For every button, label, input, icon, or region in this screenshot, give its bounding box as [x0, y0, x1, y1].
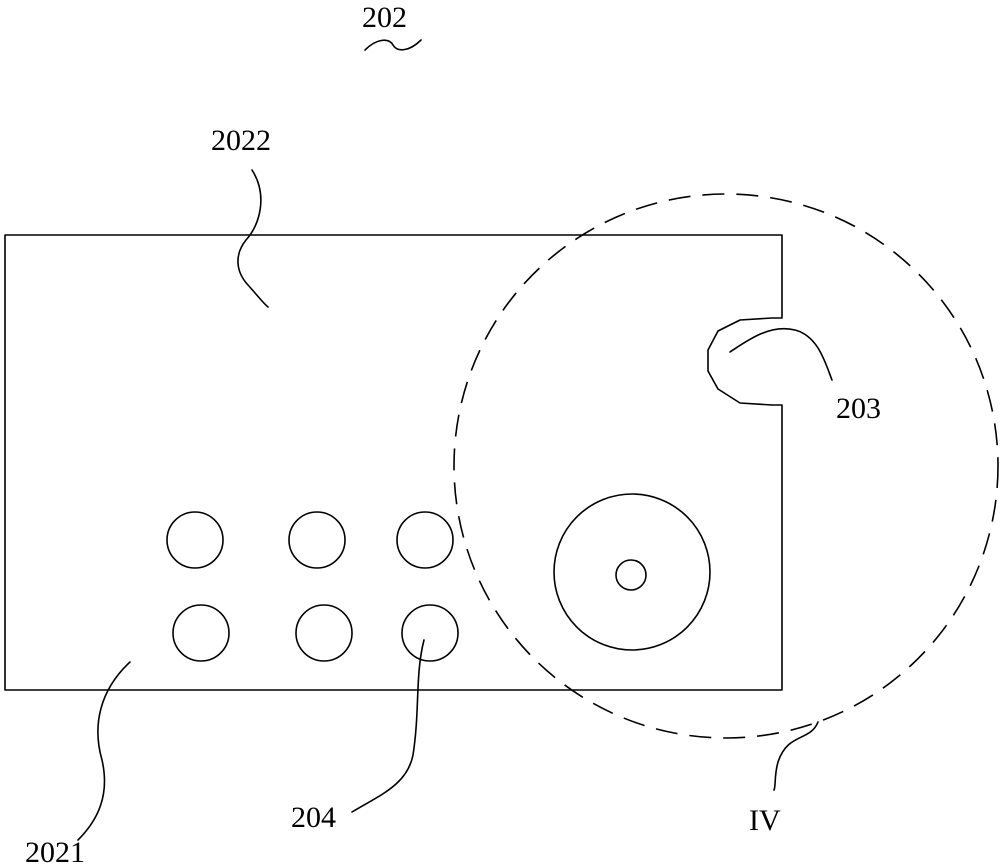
hole: [289, 512, 345, 568]
hole: [296, 605, 352, 661]
leader-hole: [352, 640, 424, 812]
plate-outline: [5, 235, 782, 690]
label-upper-region: 2022: [211, 124, 271, 157]
label-notch: 203: [836, 392, 881, 425]
hole: [173, 605, 229, 661]
boss-outer-circle: [554, 494, 710, 650]
detail-view-circle: [454, 194, 998, 738]
hole: [397, 512, 453, 568]
boss-center-hole: [616, 560, 646, 590]
leader-lower-region: [78, 662, 130, 840]
label-hole: 204: [291, 801, 336, 834]
assembly-label-underline: [365, 40, 421, 50]
hole: [167, 512, 223, 568]
leader-notch: [730, 329, 832, 380]
label-lower-region: 2021: [25, 836, 85, 865]
assembly-label: 202: [362, 1, 407, 34]
leader-upper-region: [238, 170, 268, 307]
leader-detail-view: [774, 722, 818, 790]
hole: [402, 605, 458, 661]
hole-array: [167, 512, 458, 661]
label-detail-view: IV: [749, 804, 781, 837]
